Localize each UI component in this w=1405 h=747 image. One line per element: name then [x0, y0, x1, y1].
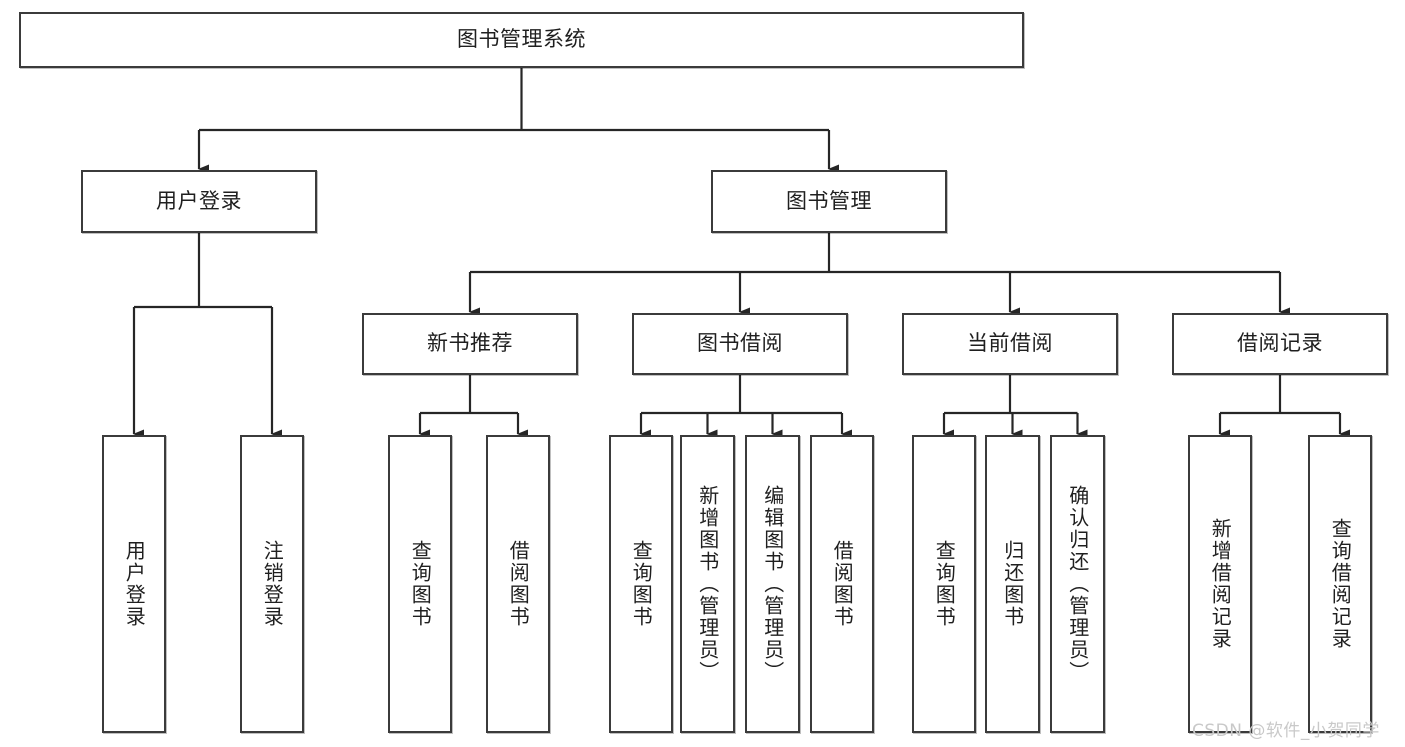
node-leaf-query-book-rec: 查询图书 [388, 435, 452, 733]
tree-connectors [132, 68, 1350, 439]
node-label: 查询图书 [629, 540, 654, 628]
node-label: 借阅记录 [1237, 331, 1323, 356]
node-leaf-query-book-cur: 查询图书 [912, 435, 976, 733]
node-label: 归还图书 [1000, 540, 1025, 628]
node-label: 确认归还（管理员） [1065, 485, 1090, 683]
node-borrow-record: 借阅记录 [1172, 313, 1388, 375]
node-new-book-rec: 新书推荐 [362, 313, 578, 375]
node-book-manage: 图书管理 [711, 170, 947, 233]
node-label: 借阅图书 [506, 540, 531, 628]
node-root: 图书管理系统 [19, 12, 1024, 68]
node-book-borrow: 图书借阅 [632, 313, 848, 375]
node-label: 新增图书（管理员） [695, 485, 720, 683]
node-leaf-edit-book: 编辑图书（管理员） [745, 435, 800, 733]
node-leaf-query-book: 查询图书 [609, 435, 673, 733]
node-label: 注销登录 [260, 540, 285, 628]
node-label: 图书管理 [786, 188, 872, 213]
node-leaf-return-book: 归还图书 [985, 435, 1040, 733]
node-label: 当前借阅 [967, 331, 1053, 356]
node-leaf-borrow-book-rec: 借阅图书 [486, 435, 550, 733]
node-label: 图书借阅 [697, 331, 783, 356]
node-label: 查询图书 [408, 540, 433, 628]
node-leaf-borrow-book: 借阅图书 [810, 435, 874, 733]
node-label: 图书管理系统 [457, 27, 586, 52]
node-leaf-user-login: 用户登录 [102, 435, 166, 733]
node-leaf-confirm-return: 确认归还（管理员） [1050, 435, 1105, 733]
node-label: 新增借阅记录 [1208, 518, 1233, 650]
node-leaf-add-book: 新增图书（管理员） [680, 435, 735, 733]
node-current-borrow: 当前借阅 [902, 313, 1118, 375]
node-label: 编辑图书（管理员） [760, 485, 785, 683]
node-label: 新书推荐 [427, 331, 513, 356]
node-leaf-add-record: 新增借阅记录 [1188, 435, 1252, 733]
node-label: 借阅图书 [830, 540, 855, 628]
node-label: 用户登录 [122, 540, 147, 628]
node-user-login: 用户登录 [81, 170, 317, 233]
node-label: 用户登录 [156, 188, 242, 213]
node-leaf-query-record: 查询借阅记录 [1308, 435, 1372, 733]
node-label: 查询图书 [932, 540, 957, 628]
node-leaf-user-logout: 注销登录 [240, 435, 304, 733]
node-label: 查询借阅记录 [1328, 518, 1353, 650]
